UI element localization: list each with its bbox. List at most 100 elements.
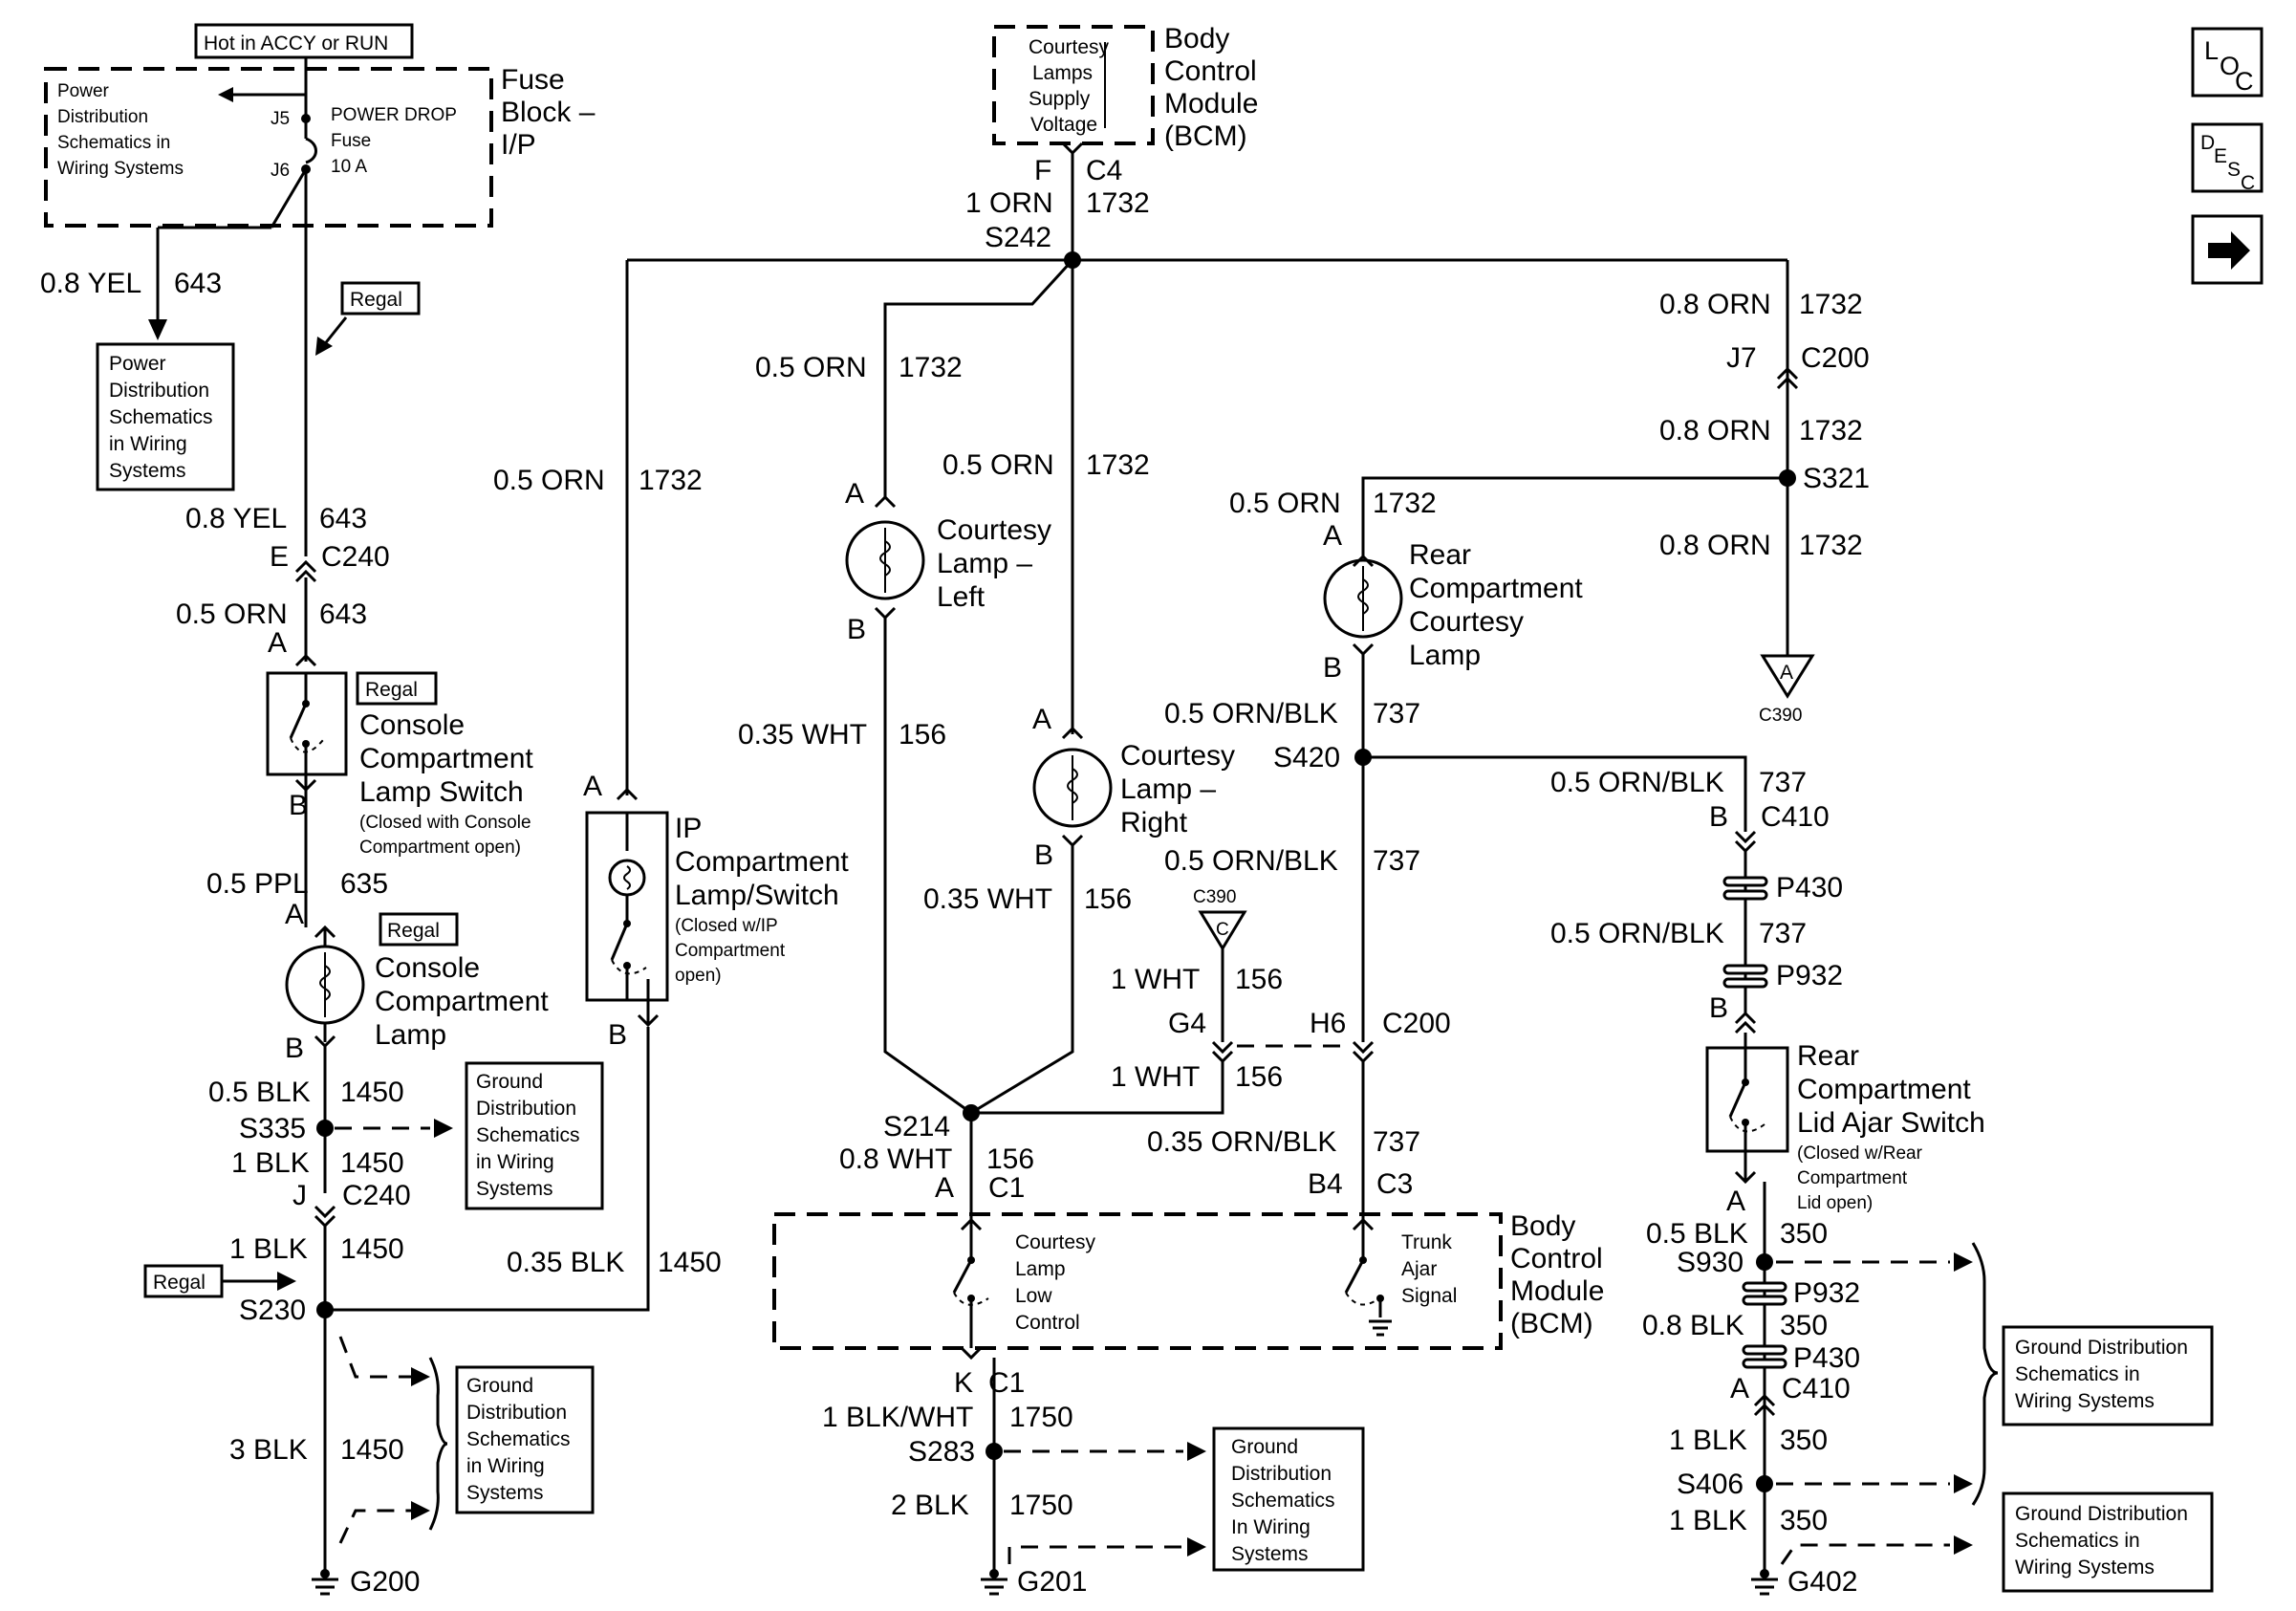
wire-643-gauge: 0.8 YEL xyxy=(40,268,141,299)
console-switch-blade-icon xyxy=(289,703,308,739)
wire-right-1732a-gauge: 0.8 ORN xyxy=(1659,289,1771,320)
console-switch-pin-b-icon xyxy=(294,778,317,793)
wire-737d-circuit: 737 xyxy=(1759,918,1807,949)
console-switch-pin-b: B xyxy=(289,790,308,821)
ground-ref-4-box xyxy=(2002,1325,2214,1426)
rear-lamp-pin-b-icon xyxy=(1352,642,1375,657)
console-lamp-filament xyxy=(319,965,331,1001)
lid-switch-note-1: (Closed w/Rear xyxy=(1797,1143,1923,1164)
next-button[interactable] xyxy=(2191,214,2264,285)
bcm-c1-label: C1 xyxy=(988,1172,1025,1204)
lid-switch-note-2: Compartment xyxy=(1797,1168,1908,1188)
s283-ground-ref-arrow-icon xyxy=(1187,1442,1206,1461)
rear-lamp-title-2: Compartment xyxy=(1409,573,1583,604)
power-drop-fuse-3: 10 A xyxy=(331,157,367,177)
console-switch-pin-a-icon xyxy=(294,653,317,667)
pd-box-5: Systems xyxy=(109,460,186,482)
c200-pin-h6: H6 xyxy=(1310,1008,1346,1039)
c390-right-pin: A xyxy=(1780,662,1793,684)
s230-label: S230 xyxy=(239,1295,306,1326)
g201-terminal xyxy=(989,1569,999,1578)
c390-right-marker-icon xyxy=(1760,654,1815,699)
bcm-wire-circuit: 1732 xyxy=(1086,187,1150,219)
wire-737a-gauge: 0.5 ORN/BLK xyxy=(1164,698,1338,729)
ground-ref-2-3: Schematics xyxy=(466,1428,571,1450)
ground-ref-1-5: Systems xyxy=(476,1178,553,1200)
c410b-connector-icon xyxy=(1753,1393,1776,1417)
wire-ip-gauge: 0.5 ORN xyxy=(493,465,605,496)
c200-j7-connector-icon xyxy=(1776,366,1799,390)
trunk-signal-actuator xyxy=(1345,1292,1377,1306)
wire-right-1732c-circuit: 1732 xyxy=(1799,530,1863,561)
ground-ref-4-1: Ground Distribution xyxy=(2015,1337,2188,1359)
ip-lamp-note-2: Compartment xyxy=(675,941,786,961)
ground-ref-3-1: Ground xyxy=(1231,1436,1298,1458)
wire-737c-circuit: 737 xyxy=(1759,767,1807,798)
wire-156a-gauge: 0.35 WHT xyxy=(738,719,867,751)
p430-connector-icon xyxy=(1722,876,1768,887)
c410-pin-b: B xyxy=(1709,801,1728,833)
lamp-right-icon xyxy=(1032,748,1113,828)
console-lamp-pin-a: A xyxy=(285,899,304,930)
wire-lamp-right-gauge: 0.5 ORN xyxy=(942,449,1054,481)
rear-lamp-pin-b: B xyxy=(1323,652,1342,684)
lamp-right-title-1: Courtesy xyxy=(1120,740,1235,772)
wire-350a-gauge: 0.5 BLK xyxy=(1646,1218,1748,1250)
wire-right-1732a-circuit: 1732 xyxy=(1799,289,1863,320)
p430-label: P430 xyxy=(1776,872,1843,903)
p932-label: P932 xyxy=(1776,960,1843,991)
lamp-left-title-1: Courtesy xyxy=(937,514,1051,546)
courtesy-ctrl-1: Courtesy xyxy=(1015,1231,1096,1253)
lamp-right-filament xyxy=(1067,768,1078,804)
trunk-signal-switch-icon xyxy=(1344,1259,1365,1294)
ground-ref-1-3: Schematics xyxy=(476,1124,580,1146)
lamp-left-filament xyxy=(879,540,891,577)
lamp-left-icon xyxy=(845,520,925,600)
wire-737a-circuit: 737 xyxy=(1373,698,1420,729)
wire-1450c-gauge: 1 BLK xyxy=(229,1233,308,1265)
p430-connector-icon-2 xyxy=(1722,889,1768,901)
ground-ref-3-5: Systems xyxy=(1231,1543,1309,1565)
lamp-left-pin-a: A xyxy=(845,478,864,510)
loc-letter-2: O xyxy=(2220,52,2240,80)
wire-643b-gauge: 0.8 YEL xyxy=(185,503,287,534)
desc-button[interactable]: D E S C xyxy=(2191,122,2264,194)
console-lamp-title-1: Console xyxy=(375,952,480,984)
s283-splice xyxy=(986,1443,1003,1460)
g201-ground-ref-line xyxy=(1007,1545,1183,1564)
bcm-supply-4: Voltage xyxy=(1030,114,1097,136)
wire-350c-circuit: 350 xyxy=(1780,1425,1828,1456)
wire-1450d-circuit: 1450 xyxy=(658,1247,722,1278)
pd-ref-2: Distribution xyxy=(57,107,148,127)
loc-button[interactable]: L O C xyxy=(2191,27,2264,98)
s930-splice xyxy=(1756,1253,1773,1271)
c240b-label: C240 xyxy=(342,1180,411,1211)
ip-lamp-filament xyxy=(623,865,631,890)
c200-center-label: C200 xyxy=(1382,1008,1451,1039)
fuse-block-label-2: Block – xyxy=(501,97,596,128)
s321-label: S321 xyxy=(1803,463,1870,494)
wire-350d-gauge: 1 BLK xyxy=(1669,1505,1747,1536)
hot-in-accy-label-box xyxy=(194,23,414,59)
s230-ground-ref-line-2 xyxy=(338,1509,411,1544)
p932b-label: P932 xyxy=(1793,1277,1860,1309)
wire-rear-lamp-circuit: 1732 xyxy=(1373,488,1437,519)
ip-lamp-note-3: open) xyxy=(675,966,722,986)
pd-ref-1: Power xyxy=(57,81,110,101)
wire-ip-circuit: 1732 xyxy=(639,465,703,496)
j5-terminal xyxy=(301,114,311,123)
c200-g4-connector-icon xyxy=(1211,1040,1234,1064)
wire-156a xyxy=(883,618,972,1115)
c240-pin-j: J xyxy=(292,1180,307,1211)
s406-splice xyxy=(1756,1475,1773,1492)
c390-label: C390 xyxy=(1193,887,1236,907)
p932-connector-icon-2 xyxy=(1722,977,1768,989)
regal-tag-2 xyxy=(356,671,438,706)
wire-1450c-circuit: 1450 xyxy=(340,1233,404,1265)
s406-ground-ref-arrow-icon xyxy=(1954,1474,1973,1493)
bcm-k-pin: K xyxy=(954,1367,973,1399)
wire-350c-gauge: 1 BLK xyxy=(1669,1425,1747,1456)
c390-marker-icon xyxy=(1198,910,1247,951)
wire-right-1732b-gauge: 0.8 ORN xyxy=(1659,415,1771,446)
